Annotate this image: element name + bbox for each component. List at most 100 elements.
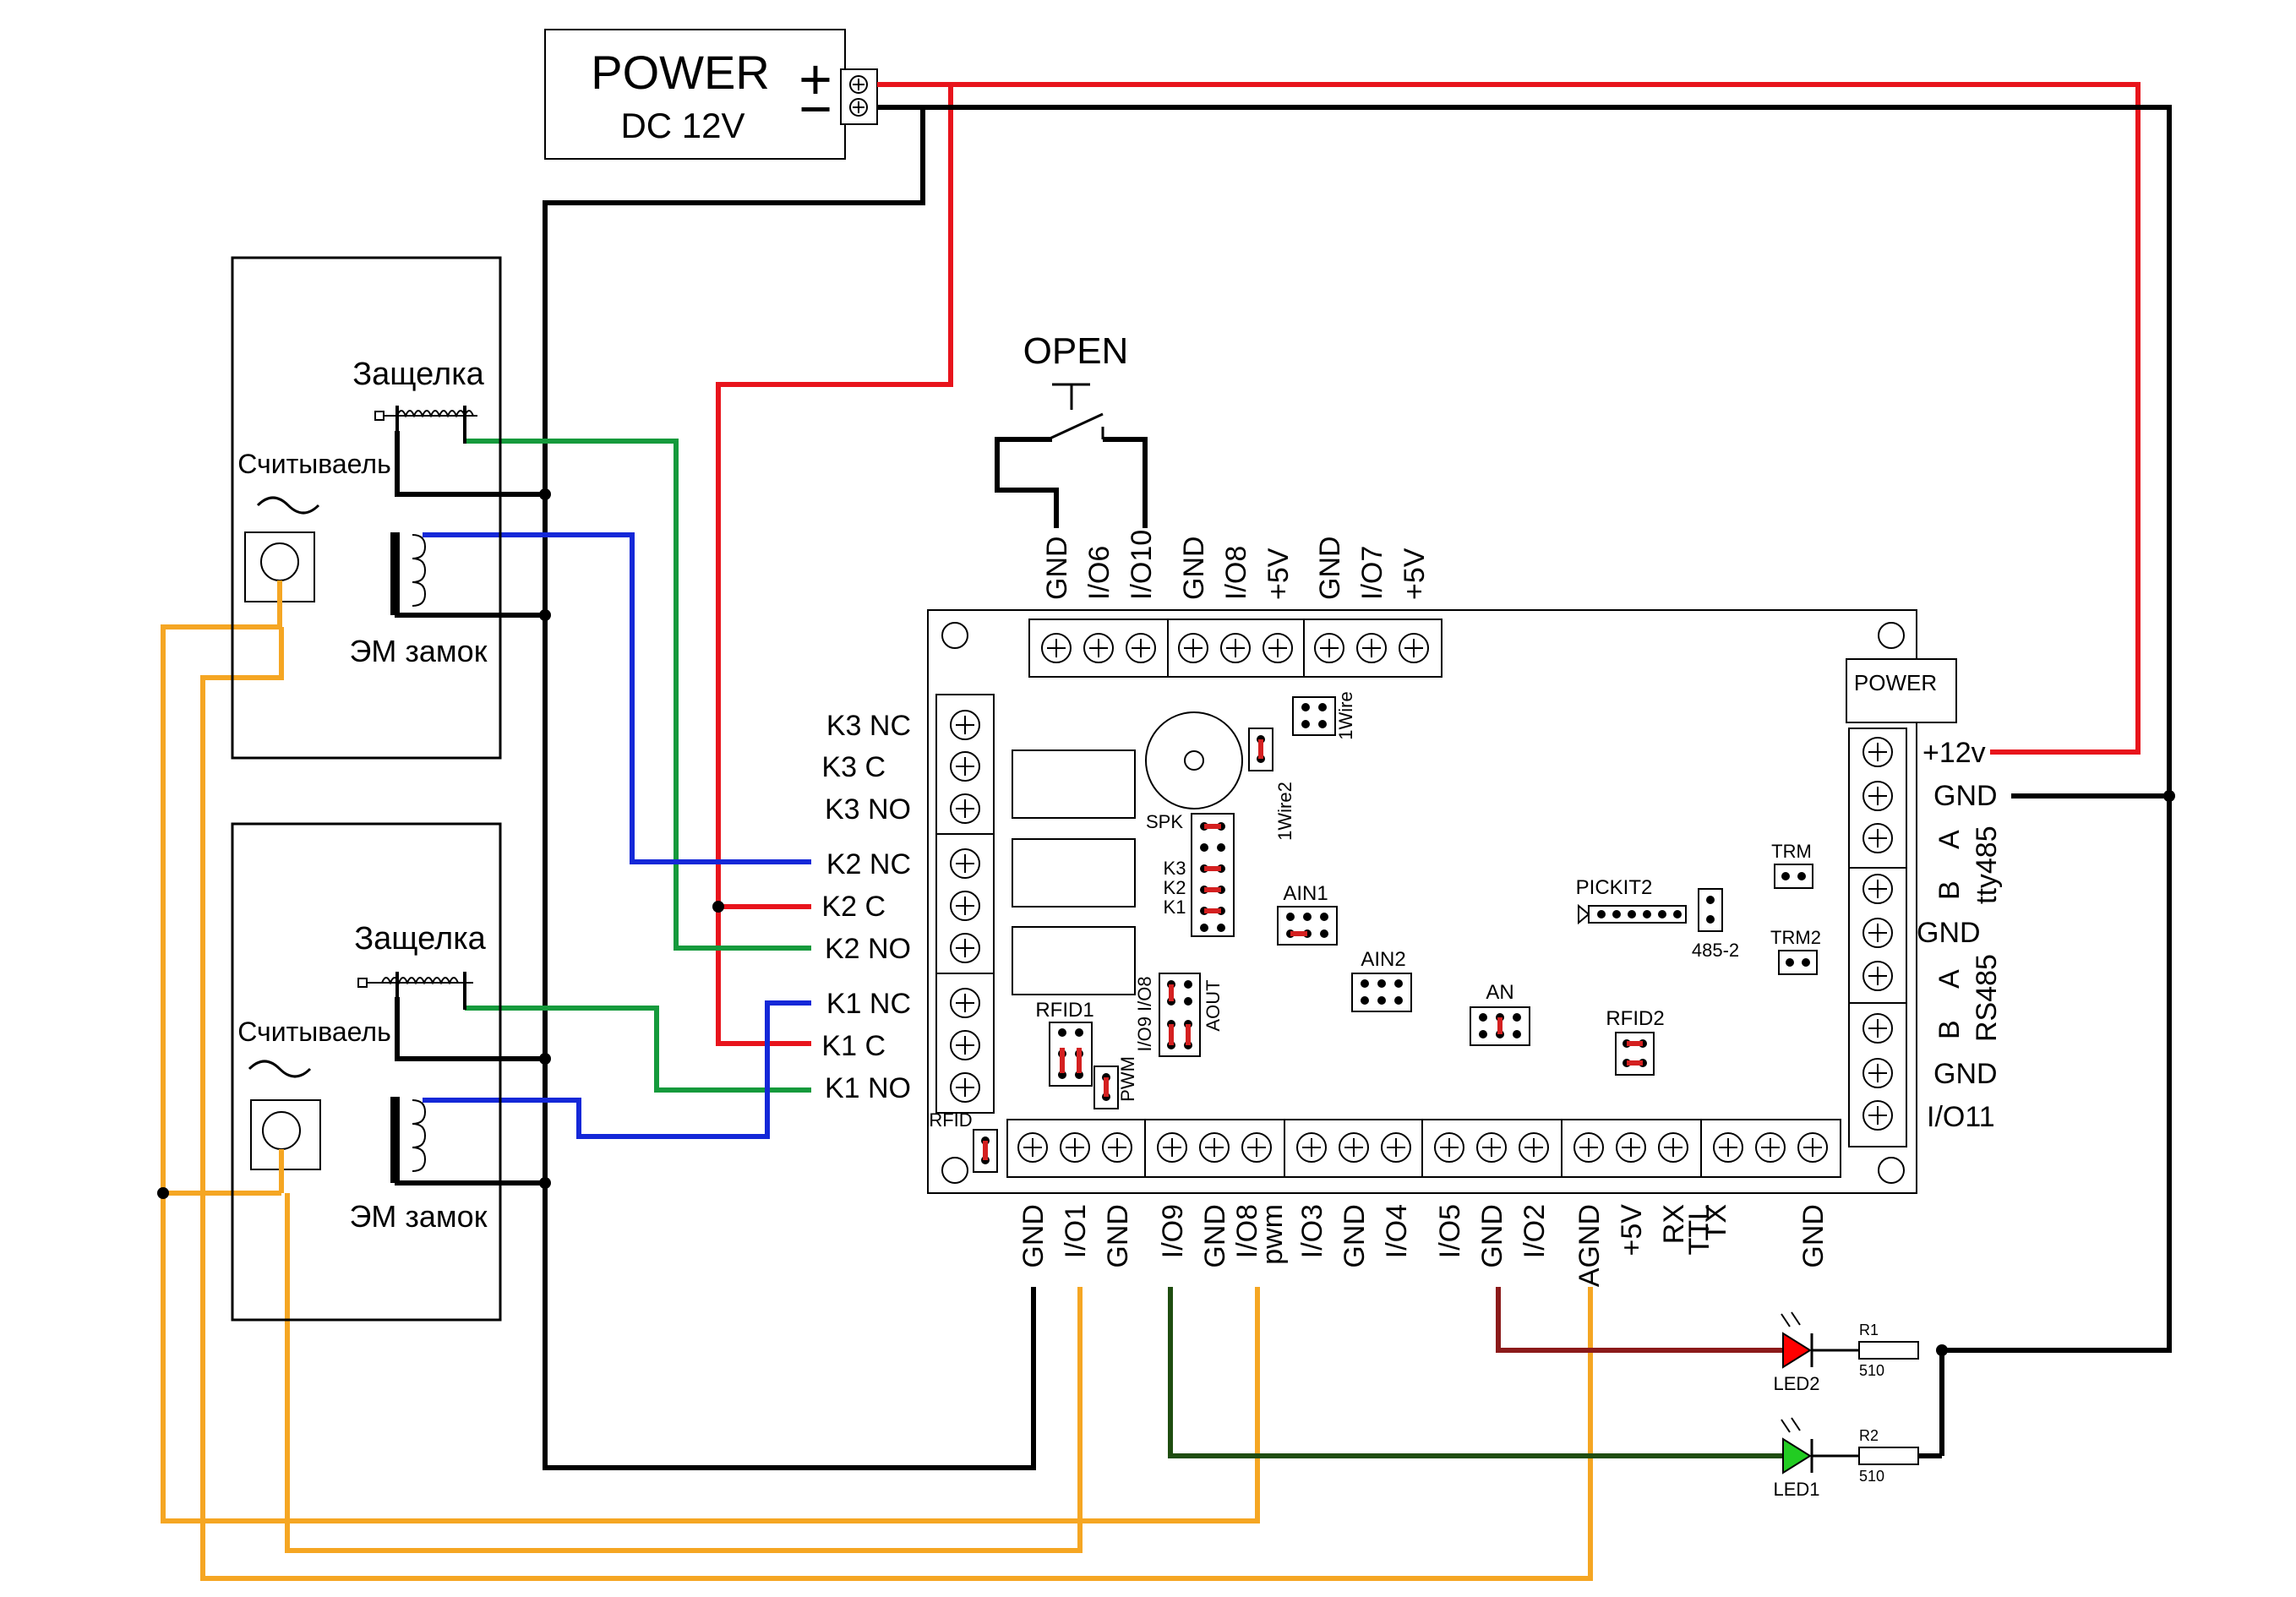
jumper-an	[1470, 1006, 1530, 1046]
right-pin-label: +12v	[1922, 737, 1986, 769]
top-pin-label: GND	[1314, 536, 1346, 600]
top-pin-label: I/O10	[1126, 530, 1158, 600]
top-pin-label: GND	[1178, 536, 1210, 600]
jumper-ain1	[1277, 906, 1338, 946]
latch-label: Защелка	[352, 357, 484, 392]
bottom-pin-label: RX	[1658, 1204, 1690, 1244]
right-pin-label: GND	[1933, 780, 1998, 812]
right-pin-label: I/O11	[1927, 1101, 1995, 1133]
tilde-icon	[248, 1060, 312, 1078]
wire-red-12v	[877, 82, 2141, 755]
bottom-pin-label: I/O1	[1060, 1204, 1092, 1258]
relay-k1	[1012, 926, 1136, 995]
jumper-trm	[1774, 864, 1813, 889]
r2-value: 510	[1859, 1468, 1884, 1485]
bottom-pin-labels: GND I/O1 GND I/O9 GND I/O8 pwm I/O3 GND …	[1017, 1204, 1830, 1288]
r2-label: R2	[1859, 1427, 1879, 1444]
top-pin-labels: GND I/O6 I/O10 GND I/O8 +5V GND I/O7 +5V	[1041, 530, 1431, 600]
junctions	[157, 488, 2175, 1356]
latch-icon	[374, 406, 477, 444]
bottom-pin-label: GND	[1797, 1204, 1830, 1268]
lock-coil-icon	[390, 1097, 427, 1183]
reader-label: Считываель	[237, 449, 390, 479]
jumper-485-2	[1698, 888, 1723, 932]
led2: LED2	[1773, 1311, 1859, 1394]
led1-label: LED1	[1773, 1479, 1819, 1500]
k2-label: K2	[1164, 877, 1186, 898]
power-supply: POWER DC 12V + −	[544, 29, 878, 160]
jumper-1wire	[1292, 696, 1336, 736]
wire-green-k2no	[465, 439, 811, 951]
board-power-label: POWER	[1854, 670, 1937, 695]
bottom-pin-label: GND	[1476, 1204, 1508, 1268]
wire-blue-k2nc	[423, 532, 811, 864]
relay-k2	[1012, 838, 1136, 908]
jumper-1wire2	[1248, 728, 1273, 771]
bottom-pin-label: GND	[1017, 1204, 1050, 1268]
trm-label: TRM	[1771, 841, 1812, 862]
relay-label: K3 NC	[826, 710, 911, 742]
power-supply-title: POWER	[591, 46, 770, 99]
right-pin-label: A	[1933, 830, 1966, 849]
aout-label: AOUT	[1203, 979, 1224, 1031]
door-2: Защелка Считываель ЭМ замок	[231, 822, 502, 1322]
ain1-label: AIN1	[1283, 882, 1328, 905]
bottom-pin-label: AGND	[1573, 1204, 1606, 1287]
bottom-pin-label: I/O3	[1296, 1204, 1328, 1258]
jumper-rfid	[973, 1129, 998, 1173]
jumper-io9-io8	[1159, 973, 1201, 1057]
bottom-pin-label: I/O4	[1381, 1204, 1413, 1258]
top-pin-label: I/O7	[1356, 546, 1388, 600]
spk-label: SPK	[1146, 811, 1183, 832]
pickit2-header	[1578, 903, 1687, 925]
relay-k3	[1012, 749, 1136, 819]
relay-label: K2 C	[821, 891, 886, 923]
led-green-icon	[1782, 1437, 1812, 1474]
lock-label: ЭМ замок	[350, 1199, 488, 1234]
relay-label: K3 NO	[825, 793, 911, 826]
top-pin-label: +5V	[1263, 548, 1295, 600]
wire-black-gnd-left	[543, 107, 1036, 1470]
bottom-pin-label: GND	[1339, 1204, 1371, 1268]
open-button-label: OPEN	[1023, 330, 1129, 372]
an-label: AN	[1486, 981, 1513, 1004]
rfid1-label: RFID1	[1035, 999, 1093, 1022]
relay-label: K1 NO	[825, 1072, 911, 1104]
bottom-pin-label: TTL	[1683, 1204, 1715, 1255]
bottom-pin-label: TX	[1700, 1204, 1732, 1240]
relay-labels: K3 NC K3 C K3 NO K2 NC K2 C K2 NO K1 NC …	[821, 710, 911, 1104]
minus-sign: −	[799, 77, 832, 141]
right-pin-label: B	[1933, 1020, 1966, 1039]
speaker-icon	[1145, 711, 1243, 809]
wire-orange-4	[285, 1193, 1083, 1553]
wire-black-gnd	[877, 105, 2172, 1353]
right-pin-labels: +12v GND A B tty485 GND A B RS485 GND I/…	[1917, 737, 2003, 1133]
top-pin-label: +5V	[1399, 548, 1431, 600]
wire-orange-2	[200, 627, 1593, 1581]
bottom-pin-label: I/O8	[1231, 1204, 1263, 1258]
lock-coil-icon	[390, 532, 427, 615]
relay-label: K2 NC	[826, 848, 911, 880]
jumper-ain2	[1351, 973, 1412, 1012]
right-pin-label: A	[1933, 969, 1966, 989]
tilde-icon	[256, 496, 320, 515]
pwm-label: PWM	[1117, 1056, 1138, 1102]
wire-green-k1no	[465, 1006, 811, 1093]
trm2-label: TRM2	[1770, 927, 1821, 948]
wire-red-k2c	[716, 84, 953, 1046]
ain2-label: AIN2	[1361, 948, 1405, 971]
jumper-rfid1	[1049, 1022, 1093, 1087]
wires	[161, 82, 2172, 1581]
controller-board: POWER	[927, 609, 1957, 1194]
bottom-pin-label: +5V	[1616, 1204, 1648, 1256]
jumper-rfid2	[1615, 1032, 1655, 1076]
reader-label: Считываель	[237, 1017, 390, 1047]
1wire-label: 1Wire	[1335, 691, 1356, 739]
led2-label: LED2	[1773, 1373, 1819, 1394]
latch-label: Защелка	[354, 921, 486, 957]
bottom-pin-label: GND	[1102, 1204, 1134, 1268]
wire-blue-k1nc	[423, 1000, 811, 1139]
relay-label: K1 C	[821, 1030, 886, 1062]
door-1: Защелка Считываель ЭМ замок	[231, 256, 502, 760]
power-supply-subtitle: DC 12V	[620, 106, 744, 145]
